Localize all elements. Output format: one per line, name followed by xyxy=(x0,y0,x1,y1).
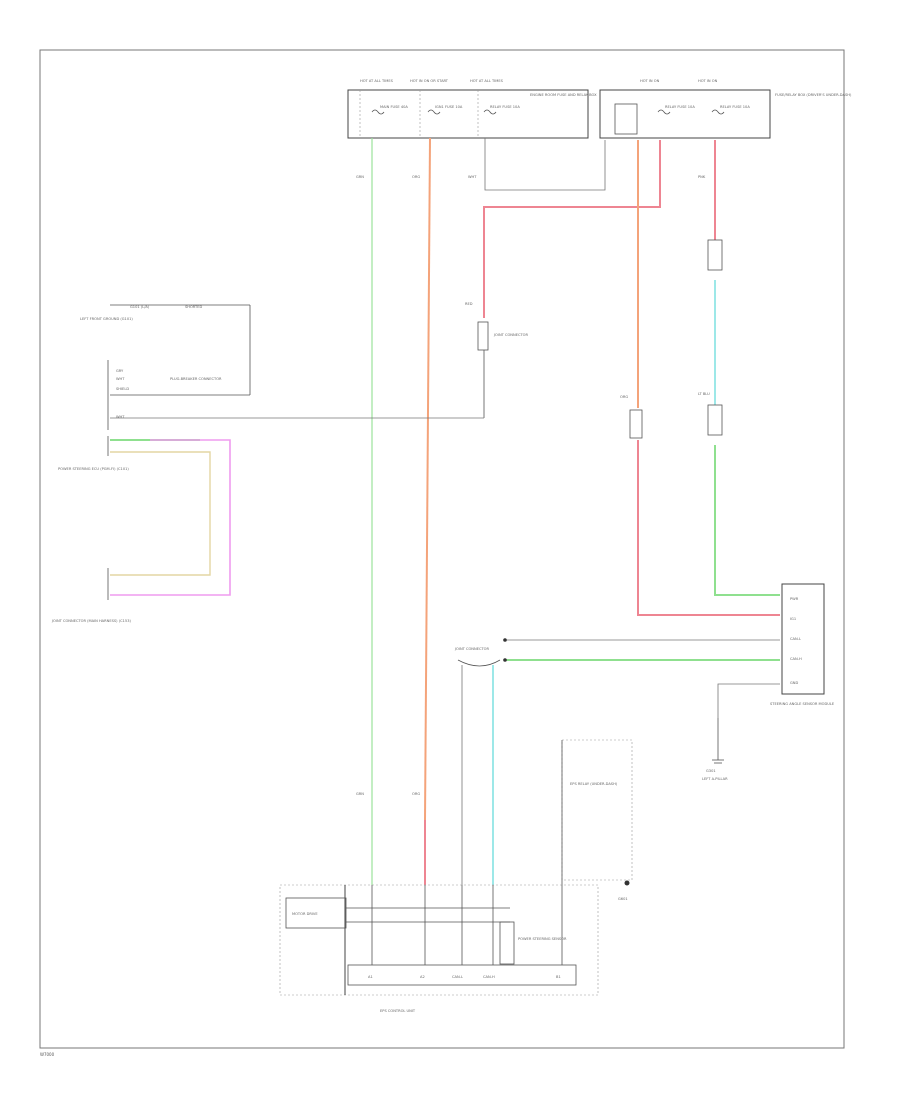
wire-code-red-1: RED xyxy=(465,302,473,306)
wire-left-yellow xyxy=(110,451,211,576)
connector-right-c xyxy=(707,404,723,436)
fuse-right-1-name: RELAY FUSE 10A xyxy=(665,105,695,109)
wire-grey-fuse3 xyxy=(484,138,606,191)
junction-dot-1 xyxy=(503,638,507,642)
module-pin-2: IG1 xyxy=(790,617,796,621)
wire-green-right xyxy=(714,445,780,596)
right-ground-label: G301 xyxy=(706,769,716,773)
connector-right-a xyxy=(629,409,643,439)
wire-gnd-module xyxy=(717,683,780,718)
joint-connector-label: JOINT CONNECTOR xyxy=(454,647,489,651)
left-pin-3: SHIELD xyxy=(116,387,129,391)
eps-pin-1: A1 xyxy=(368,975,373,979)
legend-side: LEFT FRONT GROUND (G101) xyxy=(80,317,133,321)
joint-connector: JOINT CONNECTOR xyxy=(454,647,501,885)
module-label: STEERING ANGLE SENSOR MODULE xyxy=(770,702,835,706)
junction-dot-2 xyxy=(503,658,507,662)
left-connector-mid: POWER STEERING ECU (PGM-FI) (C101) xyxy=(58,436,231,596)
left-connector-top: G101 (L/A) SHORTED LEFT FRONT GROUND (G1… xyxy=(80,304,251,430)
fuse-left-3-name: RELAY FUSE 10A xyxy=(490,105,520,109)
right-ground: G301 LEFT A-PILLAR xyxy=(702,718,728,781)
fuse-right-1-top: HOT IN ON xyxy=(640,79,660,83)
eps-relay: EPS RELAY (UNDER-DASH) xyxy=(561,739,633,885)
inner-box-label: MOTOR DRIVE xyxy=(292,912,318,916)
wire-code-grn-1: GRN xyxy=(356,175,364,179)
wire-code-pnk-1: PNK xyxy=(698,175,706,179)
connector-right-b xyxy=(707,239,723,271)
legend-b: SHORTED xyxy=(185,305,203,309)
eps-pin-3: CAN-L xyxy=(452,975,463,979)
eps-pin-4: CAN-H xyxy=(483,975,495,979)
eps-pin-5: B1 xyxy=(556,975,561,979)
left-pin-2: WHT xyxy=(116,377,125,381)
wire-orange-main xyxy=(424,137,431,821)
module-pin-1: PWR xyxy=(790,597,799,601)
eps-control-unit: MOTOR DRIVE POWER STEERING SENSOR A1 A2 … xyxy=(279,884,599,1013)
eps-pin-2: A2 xyxy=(420,975,425,979)
right-ground-sub: LEFT A-PILLAR xyxy=(702,777,728,781)
left-bottom-label: JOINT CONNECTOR (MAIN HARNESS) (C153) xyxy=(51,619,131,623)
fuse-left-3-top: HOT AT ALL TIMES xyxy=(470,79,504,83)
fuse-left-2-name: IGN1 FUSE 10A xyxy=(435,105,463,109)
wire-code-org-2: ORG xyxy=(412,792,420,796)
fuse-left-2-top: HOT IN ON OR START xyxy=(410,79,449,83)
fuse-box-right-label: FUSE/RELAY BOX (DRIVER'S UNDER-DASH) xyxy=(775,93,852,97)
left-pin-4: WHT xyxy=(116,415,125,419)
wire-code-org-3: ORG xyxy=(620,395,628,399)
wire-left-pink xyxy=(110,439,231,596)
side-label: POWER STEERING SENSOR xyxy=(518,937,567,941)
diagram-frame xyxy=(39,49,845,1049)
wire-red-right xyxy=(637,440,780,616)
eps-unit-label: EPS CONTROL UNIT xyxy=(380,1009,416,1013)
wire-code-grn-2: GRN xyxy=(356,792,364,796)
fuse-right-2-top: HOT IN ON xyxy=(698,79,718,83)
left-pin-1: GRY xyxy=(116,369,124,373)
fuse-box-left-label: ENGINE ROOM FUSE AND RELAY BOX xyxy=(530,93,597,97)
legend-a: G101 (L/A) xyxy=(130,305,150,309)
relay-label: EPS RELAY (UNDER-DASH) xyxy=(570,782,618,786)
steering-angle-module: PWR IG1 CAN-L CAN-H GND STEERING ANGLE S… xyxy=(770,583,835,706)
fuse-left-1-top: HOT AT ALL TIMES xyxy=(360,79,394,83)
resistor-component: JOINT CONNECTOR xyxy=(477,321,528,418)
wire-code-blu-1: LT BLU xyxy=(698,392,710,396)
left-pin-note: PLUG-BREAKER CONNECTOR xyxy=(170,377,222,381)
mid-ground: G601 xyxy=(618,880,630,901)
footer-code: W7000 xyxy=(40,1052,55,1057)
fuse-box-right: HOT IN ON HOT IN ON RELAY FUSE 10A RELAY… xyxy=(599,79,852,139)
fuse-right-2-name: RELAY FUSE 10A xyxy=(720,105,750,109)
left-connector-bottom: JOINT CONNECTOR (MAIN HARNESS) (C153) xyxy=(51,568,131,623)
fuse-box-left: HOT AT ALL TIMES HOT IN ON OR START HOT … xyxy=(347,79,597,139)
wire-red-cross xyxy=(483,140,661,318)
wire-code-org-1: ORG xyxy=(412,175,420,179)
mid-ground-label: G601 xyxy=(618,897,628,901)
module-pin-5: GND xyxy=(790,681,798,685)
resistor-label: JOINT CONNECTOR xyxy=(493,333,528,337)
wire-code-wht-1: WHT xyxy=(468,175,477,179)
module-pin-3: CAN-L xyxy=(790,637,801,641)
fuse-left-1-name: MAIN FUSE 40A xyxy=(380,105,408,109)
module-pin-4: CAN-H xyxy=(790,657,802,661)
left-mid-label: POWER STEERING ECU (PGM-FI) (C101) xyxy=(58,467,129,471)
